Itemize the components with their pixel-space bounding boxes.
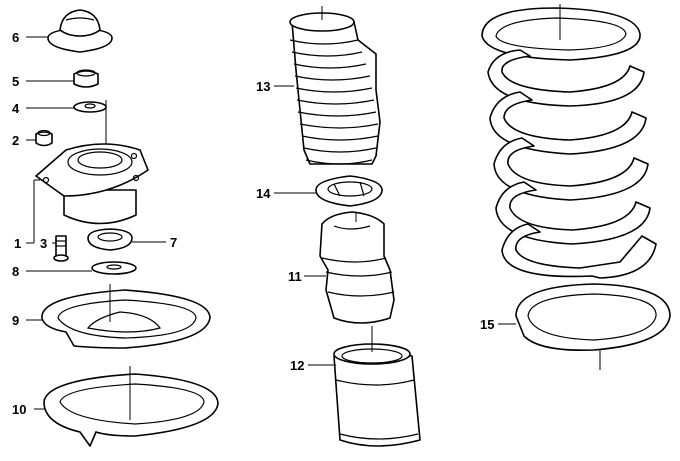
part-1-strut-mount	[35, 143, 149, 225]
part-8-washer	[91, 261, 137, 275]
label-9: 9	[12, 313, 19, 328]
part-10-spring-pad	[43, 366, 219, 447]
label-12: 12	[290, 358, 304, 373]
part-14-stop-ring	[315, 175, 383, 207]
label-2: 2	[12, 133, 19, 148]
label-13: 13	[256, 79, 270, 94]
part-6-top-cap	[47, 9, 113, 53]
label-8: 8	[12, 264, 19, 279]
label-5: 5	[12, 74, 19, 89]
part-9-spring-seat	[41, 284, 211, 349]
part-12-protective-tube	[333, 326, 421, 447]
label-7: 7	[170, 235, 177, 250]
part-13-bellows	[289, 6, 381, 165]
label-10: 10	[12, 402, 26, 417]
part-4-washer	[73, 101, 107, 113]
part-15-spring-seat-ring	[515, 283, 671, 352]
part-5-nut	[73, 69, 99, 88]
label-6: 6	[12, 30, 19, 45]
part-7-ring	[87, 228, 133, 251]
part-11-bump-stop	[319, 211, 395, 324]
label-4: 4	[12, 101, 20, 116]
leader-lines	[26, 36, 516, 410]
part-2-small-nut	[35, 129, 53, 147]
part-15-coil-spring	[481, 4, 657, 370]
label-14: 14	[256, 186, 271, 201]
label-3: 3	[40, 236, 47, 251]
part-3-bolt	[53, 235, 69, 262]
label-11: 11	[288, 269, 302, 284]
label-1: 1	[14, 236, 21, 251]
label-15: 15	[480, 317, 494, 332]
